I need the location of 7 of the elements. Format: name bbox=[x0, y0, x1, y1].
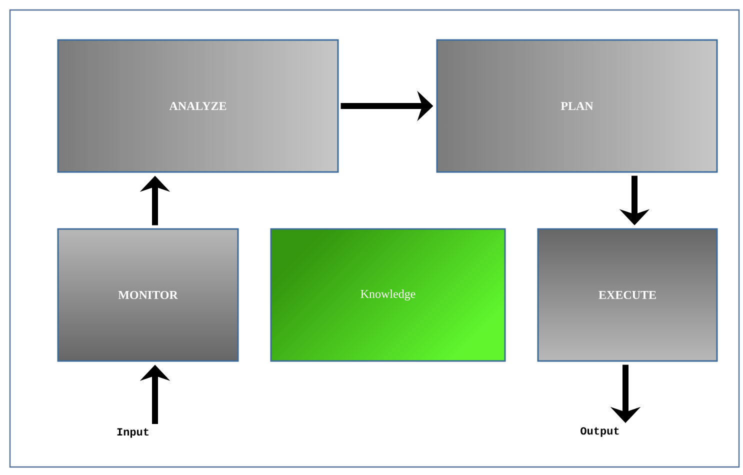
knowledge-box: Knowledge bbox=[270, 228, 506, 362]
input-output-label: Input bbox=[117, 428, 148, 438]
input-output-label: Output bbox=[580, 427, 619, 437]
process-box: ANALYZE bbox=[57, 39, 339, 173]
process-box: MONITOR bbox=[57, 228, 239, 362]
process-box: EXECUTE bbox=[537, 228, 718, 362]
process-box: PLAN bbox=[436, 39, 718, 173]
